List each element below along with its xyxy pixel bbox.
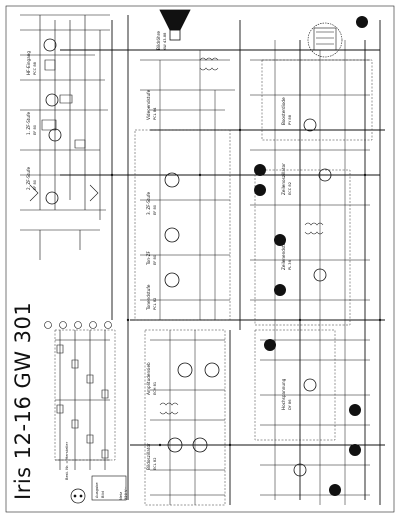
- mains-plug: [70, 488, 86, 504]
- tube-video: [164, 172, 180, 188]
- tube-top-right: [356, 16, 368, 28]
- stage-labels: HF-Eingang PCC 88 1. ZF-Stufe EF 80 2. Z…: [26, 31, 292, 470]
- stage-label: Tonendstufe: [146, 284, 151, 311]
- stage-tube: ECC 82: [288, 182, 292, 195]
- title-block: Iris 12-16 GW 301: [11, 302, 35, 500]
- control-ladder: [44, 321, 112, 470]
- stage-label: Zeilenendstufe: [281, 238, 286, 270]
- stage-tube: PL 36: [288, 259, 292, 270]
- legend-line: Ausgabe: [95, 482, 99, 498]
- stage-label: Amplitudensieb: [146, 362, 151, 395]
- stage-tube: ECL 82: [153, 458, 157, 471]
- stage-tube: PCL 84: [153, 107, 157, 120]
- tube-hf: [43, 38, 57, 52]
- outer-frame: [5, 5, 395, 513]
- stage-label: Boosterdiode: [281, 97, 286, 125]
- tube-r5: [293, 463, 307, 477]
- tube-rect1: [349, 404, 361, 416]
- stage-label: Bildröhre: [156, 31, 161, 50]
- wiring-left: [20, 14, 110, 260]
- legend-line: Bild: [101, 491, 105, 498]
- tube-zeilen: [274, 234, 286, 246]
- stage-label: 2. ZF-Stufe: [26, 166, 31, 190]
- mains-label: Netz: [119, 492, 123, 500]
- legend-notes: Best. Nr. = Hersteller Ausgabe Bild Netz…: [65, 441, 128, 500]
- module-boxes: [54, 59, 373, 506]
- tube-sperr-b: [254, 184, 266, 196]
- stage-tube: EF 80: [33, 124, 37, 135]
- stage-label: Zeilenoszillator: [281, 163, 286, 195]
- stage-label: Bildoszillator: [146, 443, 151, 470]
- deflection-yoke: [307, 22, 343, 58]
- stage-label: Hochspannung: [281, 378, 286, 410]
- stage-label: 1. ZF-Stufe: [26, 111, 31, 135]
- picture-tube: [159, 9, 191, 41]
- tube-ampsieb-b: [204, 362, 220, 378]
- mains-voltage: 220 V~: [124, 487, 128, 500]
- stage-tube: PCL 82: [153, 298, 157, 310]
- tube-tonend: [164, 272, 180, 288]
- legend-line: Best. Nr. = Hersteller: [65, 441, 69, 480]
- tube-tonzf: [164, 227, 180, 243]
- wiring-center: [140, 40, 370, 505]
- stage-tube: EF 80: [153, 204, 157, 215]
- tube-zf1: [45, 93, 59, 107]
- coils: [159, 57, 324, 415]
- stage-tube: EF 80: [153, 254, 157, 265]
- tube-boost: [274, 284, 286, 296]
- tube-ampsieb: [177, 362, 193, 378]
- tube-r2: [318, 168, 332, 182]
- tube-bildosz-b: [192, 437, 208, 453]
- stage-tube: PY 88: [288, 114, 292, 125]
- tube-zf2: [48, 128, 62, 142]
- tube-r4: [303, 378, 317, 392]
- tube-rect2: [349, 444, 361, 456]
- tube-zf3: [45, 191, 59, 205]
- stage-tube: DY 86: [288, 399, 292, 410]
- fuse-box: [91, 475, 127, 501]
- stage-tube: PCC 88: [33, 61, 37, 75]
- junction-dots: [110, 128, 382, 447]
- tube-rect3: [329, 484, 341, 496]
- tube-hv: [264, 339, 276, 351]
- tube-r1: [303, 118, 317, 132]
- tube-bildosz: [167, 437, 183, 453]
- tube-sperr: [254, 164, 266, 176]
- diagram-title: Iris 12-16 GW 301: [11, 302, 35, 500]
- stage-label: Ton-ZF: [146, 251, 151, 266]
- tube-symbols: [43, 16, 368, 496]
- stage-label: HF-Eingang: [26, 51, 31, 75]
- stage-tube: AW 43-88: [163, 32, 167, 50]
- stage-tube: ECH 81: [153, 382, 157, 395]
- stage-tube: EF 80: [33, 179, 37, 190]
- stage-label: Videoendstufe: [146, 89, 151, 120]
- stage-label: 3. ZF-Stufe: [146, 191, 151, 215]
